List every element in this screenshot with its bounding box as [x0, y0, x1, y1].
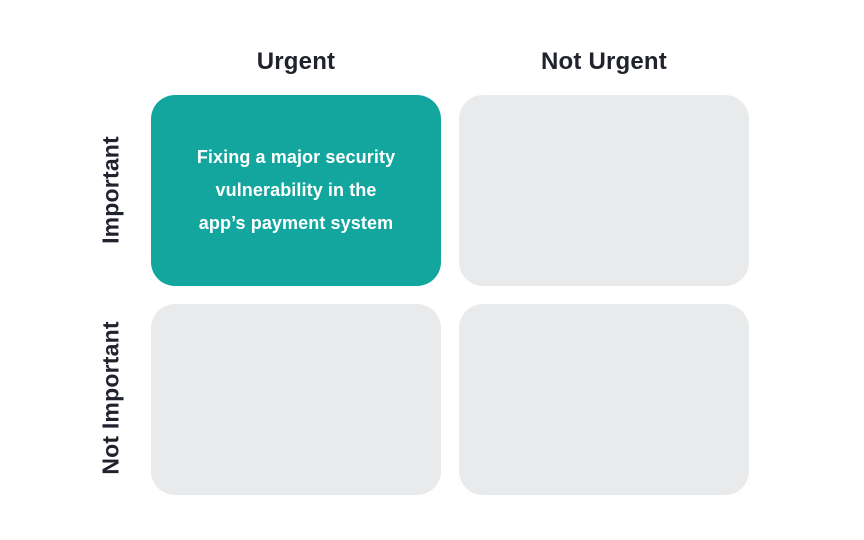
task-text-line: Fixing a major security — [196, 147, 396, 167]
quadrant-not-urgent-not-important — [459, 304, 749, 495]
task-card-text: Fixing a major security vulnerability in… — [151, 95, 441, 286]
quadrant-urgent-not-important — [151, 304, 441, 495]
row-label-not-important: Not Important — [97, 321, 124, 475]
task-text-line: vulnerability in the — [215, 180, 377, 200]
column-header-urgent: Urgent — [256, 48, 336, 75]
row-label-important: Important — [97, 136, 124, 244]
quadrant-urgent-important: Fixing a major security vulnerability in… — [151, 95, 441, 286]
column-header-not-urgent: Not Urgent — [541, 48, 667, 75]
quadrant-not-urgent-important — [459, 95, 749, 286]
task-text-line: app’s payment system — [198, 213, 394, 233]
